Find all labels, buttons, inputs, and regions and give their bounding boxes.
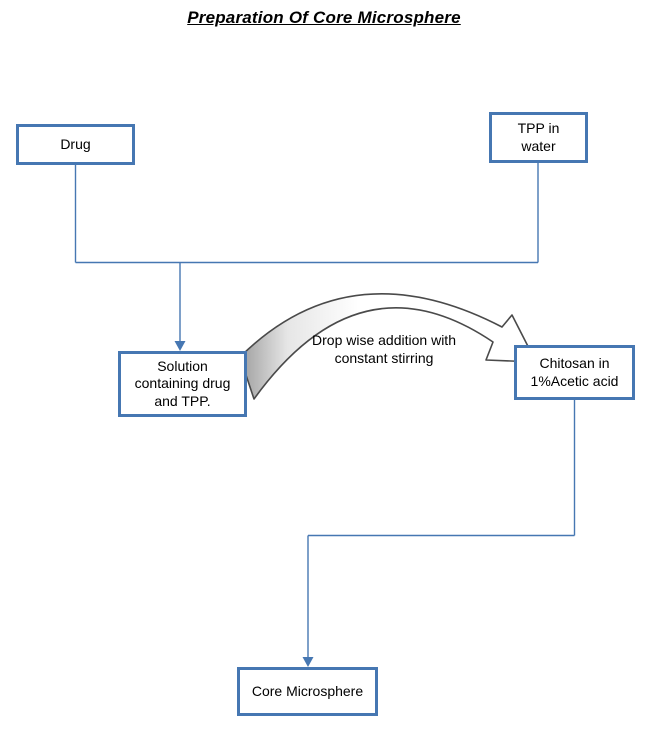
chitosan-label: Chitosan in 1%Acetic acid bbox=[530, 355, 619, 389]
tpp-label: TPP in water bbox=[517, 120, 560, 154]
core-microsphere-box: Core Microsphere bbox=[237, 667, 378, 716]
solution-box: Solution containing drug and TPP. bbox=[118, 351, 247, 417]
arrowhead-into-core bbox=[302, 657, 314, 667]
diagram-title: Preparation Of Core Microsphere bbox=[187, 8, 461, 27]
dropwise-annotation: Drop wise addition with constant stirrin… bbox=[312, 332, 456, 367]
dropwise-curved-arrow bbox=[239, 293, 537, 400]
drug-label: Drug bbox=[60, 135, 91, 152]
solution-label: Solution containing drug and TPP. bbox=[134, 357, 231, 409]
tpp-box: TPP in water bbox=[489, 112, 588, 163]
chitosan-box: Chitosan in 1%Acetic acid bbox=[514, 345, 635, 400]
arrowhead-into-solution bbox=[174, 341, 186, 351]
drug-box: Drug bbox=[16, 124, 135, 165]
core-microsphere-label: Core Microsphere bbox=[251, 682, 364, 699]
